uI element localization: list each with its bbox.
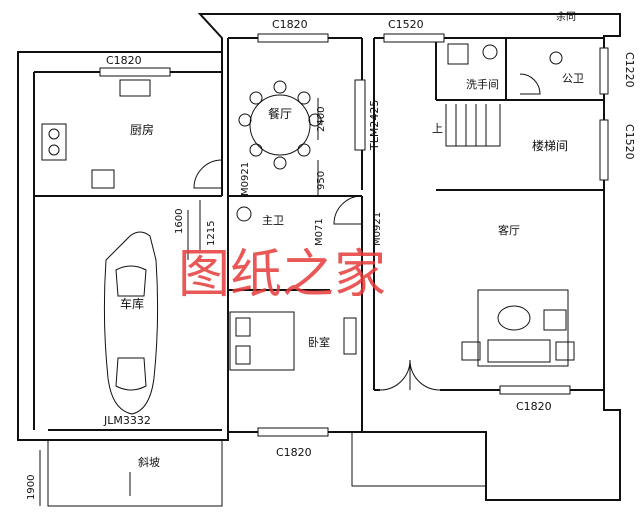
dimension-labels: 2400 950 1215 1600 1900 xyxy=(26,107,327,500)
label-bed-door: M0921 xyxy=(372,212,383,246)
doors-group xyxy=(193,73,541,391)
entry-door-left xyxy=(379,359,411,391)
window-bottom-right xyxy=(499,385,571,395)
label-garage: 车库 xyxy=(120,296,144,311)
label-living: 客厅 xyxy=(498,223,520,237)
bed-door-swing xyxy=(333,195,363,225)
label-dim-1215: 1215 xyxy=(206,221,217,246)
label-wash: 洗手间 xyxy=(466,77,499,91)
label-stair-room: 楼梯间 xyxy=(532,138,568,153)
windows-group xyxy=(99,33,609,437)
kitchen-fixtures xyxy=(41,79,151,189)
window-top-right xyxy=(383,33,445,43)
kitchen-sink xyxy=(119,79,151,97)
sofa-set xyxy=(461,289,575,367)
label-window-bottom-right: C1820 xyxy=(516,400,552,413)
label-dining-door: M0921 xyxy=(240,162,251,196)
label-leftover: 余同 xyxy=(556,10,576,23)
fridge xyxy=(91,169,115,189)
watermark: 图纸之家 xyxy=(178,245,386,305)
label-window-right-upper: C1220 xyxy=(623,52,636,88)
label-dim-1600: 1600 xyxy=(174,209,185,234)
window-bottom-mid xyxy=(257,427,329,437)
label-window-top-mid: C1820 xyxy=(272,18,308,31)
window-right-mid xyxy=(599,119,609,181)
label-window-top-left: C1820 xyxy=(106,54,142,67)
label-dining: 餐厅 xyxy=(268,106,292,121)
door-labels: M0921 M071 M0921 TLM2425 JLM3332 xyxy=(103,100,383,427)
wc-door-swing xyxy=(519,73,541,95)
entry-door-right xyxy=(409,359,441,391)
window-top-left xyxy=(99,67,171,77)
label-window-bottom-mid: C1820 xyxy=(276,446,312,459)
label-dim-1900: 1900 xyxy=(26,475,37,500)
label-garage-door: JLM3332 xyxy=(103,414,151,427)
stove xyxy=(41,123,67,161)
label-bath-door: M071 xyxy=(314,218,325,246)
label-window-right-mid: C1520 xyxy=(623,124,636,160)
label-sliding-door: TLM2425 xyxy=(368,100,381,151)
label-public-wc: 公卫 xyxy=(562,72,584,85)
room-labels: 厨房 餐厅 车库 主卫 卧室 洗手间 公卫 楼梯间 客厅 斜坡 余同 上 xyxy=(120,10,584,469)
car-icon xyxy=(103,231,159,415)
label-window-top-right: C1520 xyxy=(388,18,424,31)
label-kitchen: 厨房 xyxy=(130,122,154,137)
window-right-upper xyxy=(599,47,609,95)
label-dim-950: 950 xyxy=(316,171,327,190)
dining-door-swing xyxy=(193,159,223,189)
label-stair-up: 上 xyxy=(432,122,443,135)
stair-icon xyxy=(445,104,501,147)
label-dim-2400: 2400 xyxy=(316,107,327,132)
dimension-lines xyxy=(39,98,319,506)
label-master-bath: 主卫 xyxy=(262,214,284,227)
label-bedroom: 卧室 xyxy=(308,335,330,349)
label-slope: 斜坡 xyxy=(138,456,160,469)
dining-table xyxy=(238,80,322,170)
window-top-mid xyxy=(257,33,329,43)
bed-icon xyxy=(229,311,357,371)
bath-fixtures xyxy=(236,43,563,222)
sliding-door xyxy=(354,79,366,151)
window-labels: C1820 C1820 C1520 C1220 C1520 C1820 C182… xyxy=(106,18,636,459)
